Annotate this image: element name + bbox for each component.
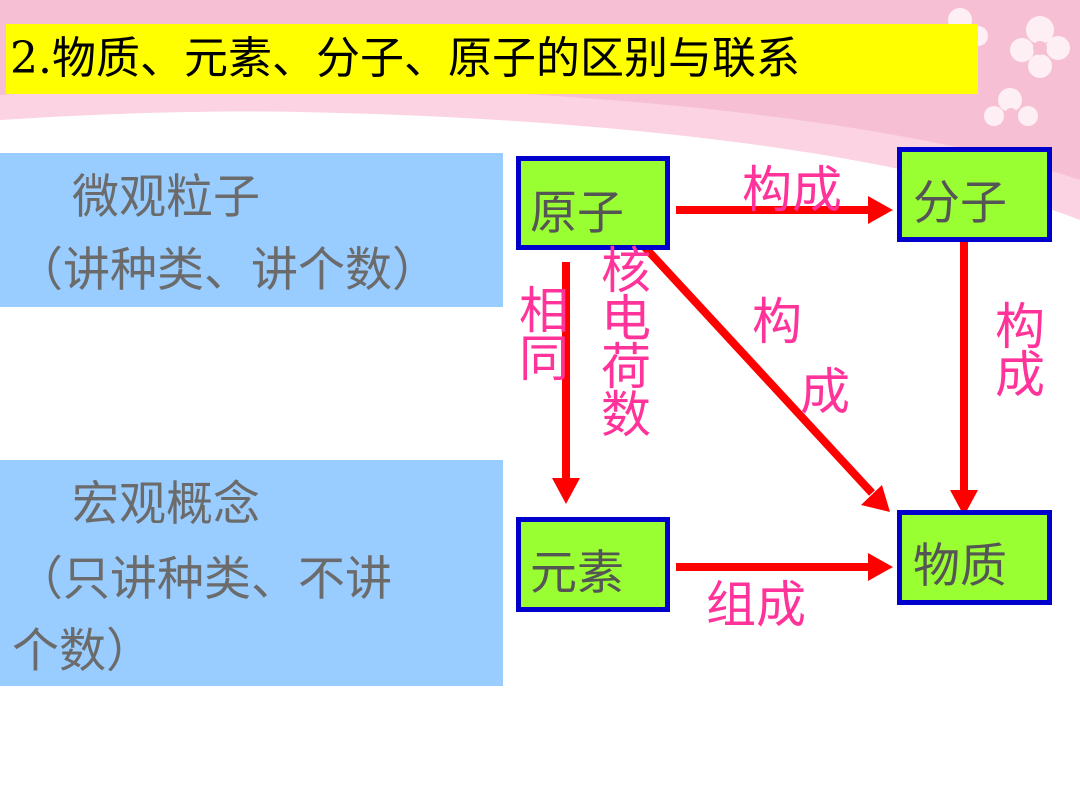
- arrowhead-molecule-to-substance: [950, 490, 978, 516]
- micro-panel: [0, 153, 503, 307]
- page-title: 2.物质、元素、分子、原子的区别与联系: [10, 33, 800, 84]
- title-bar: [6, 24, 978, 94]
- node-element-label: 元素: [530, 546, 624, 601]
- micro-heading: 微观粒子: [72, 170, 260, 225]
- node-element: [516, 517, 670, 612]
- arrowhead-atom-to-substance: [861, 485, 890, 512]
- label-element-to-substance: 组成: [706, 576, 806, 634]
- macro-description-line2: 个数）: [12, 624, 153, 679]
- label-atom-to-substance-a: 构: [752, 293, 802, 351]
- label-atom-to-substance-b: 成: [800, 363, 850, 421]
- label-molecule-to-substance: 构成: [987, 300, 1045, 396]
- node-molecule-label: 分子: [913, 176, 1007, 231]
- node-atom: [516, 156, 670, 250]
- arrowhead-element-to-substance: [868, 553, 893, 581]
- arrow-atom-to-substance: [637, 239, 875, 496]
- label-atom-to-element-nuclear-charge: 核电荷数: [593, 244, 651, 436]
- macro-description-line1: （只讲种类、不讲: [16, 552, 392, 607]
- label-atom-to-molecule: 构成: [742, 161, 842, 219]
- node-substance: [897, 510, 1052, 605]
- arrowhead-atom-to-molecule: [868, 196, 893, 224]
- macro-panel: [0, 460, 503, 686]
- node-substance-label: 物质: [913, 539, 1007, 594]
- macro-heading: 宏观概念: [72, 477, 260, 532]
- label-atom-to-element-same: 相同: [511, 284, 569, 380]
- node-atom-label: 原子: [530, 186, 624, 241]
- arrowhead-atom-to-element: [552, 478, 580, 504]
- micro-description: （讲种类、讲个数）: [16, 243, 439, 298]
- node-molecule: [897, 147, 1052, 242]
